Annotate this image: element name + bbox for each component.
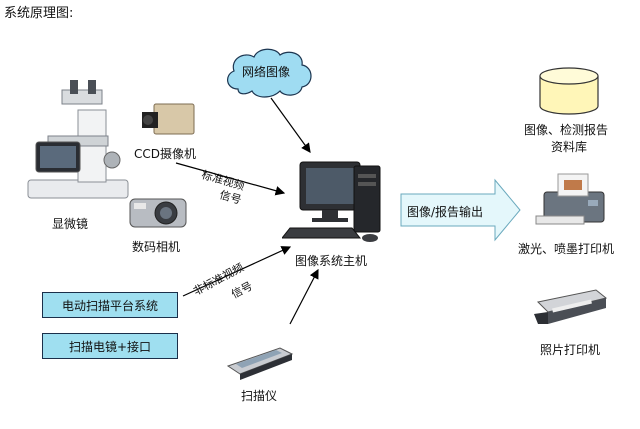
arrow-scanner-to-host (289, 268, 319, 325)
database-icon (539, 67, 599, 115)
photo-printer-label: 照片打印机 (540, 343, 601, 357)
digital-camera-label: 数码相机 (132, 240, 181, 254)
arrow-platform-to-host (182, 246, 292, 297)
ccd-camera-image (140, 100, 196, 138)
database-image (538, 66, 600, 116)
microscope-label: 显微镜 (52, 217, 89, 231)
database-label-line2: 资料库 (551, 140, 588, 154)
scanner-label: 扫描仪 (241, 389, 278, 403)
ccd-camera-icon (142, 103, 195, 135)
computer-icon (280, 161, 381, 242)
cloud-icon (227, 48, 312, 98)
printer-icon (535, 173, 605, 225)
digital-camera-icon (129, 198, 187, 228)
ccd-camera-label: CCD摄像机 (134, 147, 196, 161)
microscope-image (18, 80, 136, 208)
output-arrow-shape (400, 178, 521, 242)
digital-camera-image (128, 193, 188, 231)
scan-mirror-box: 扫描电镜+接口 (42, 333, 178, 359)
laser-printer-image (534, 172, 610, 228)
scanner-icon (226, 347, 294, 380)
scanner-image (224, 340, 294, 380)
network-cloud: 网络图像 (222, 45, 316, 101)
host-label: 图像系统主机 (295, 254, 368, 268)
arrow-cloud-to-host (270, 97, 311, 153)
scan-platform-box: 电动扫描平台系统 (42, 292, 178, 318)
output-arrow-label: 图像/报告输出 (407, 205, 484, 219)
laser-printer-label: 激光、喷墨打印机 (518, 242, 615, 256)
arrow-ccd-to-host (175, 162, 286, 196)
microscope-icon (27, 80, 129, 199)
cloud-label: 网络图像 (242, 65, 291, 79)
photo-printer-image (532, 284, 610, 328)
database-label-line1: 图像、检测报告 (524, 123, 609, 137)
diagram-title: 系统原理图: (4, 6, 74, 21)
host-computer-image (280, 158, 392, 244)
photo-printer-icon (534, 289, 608, 324)
